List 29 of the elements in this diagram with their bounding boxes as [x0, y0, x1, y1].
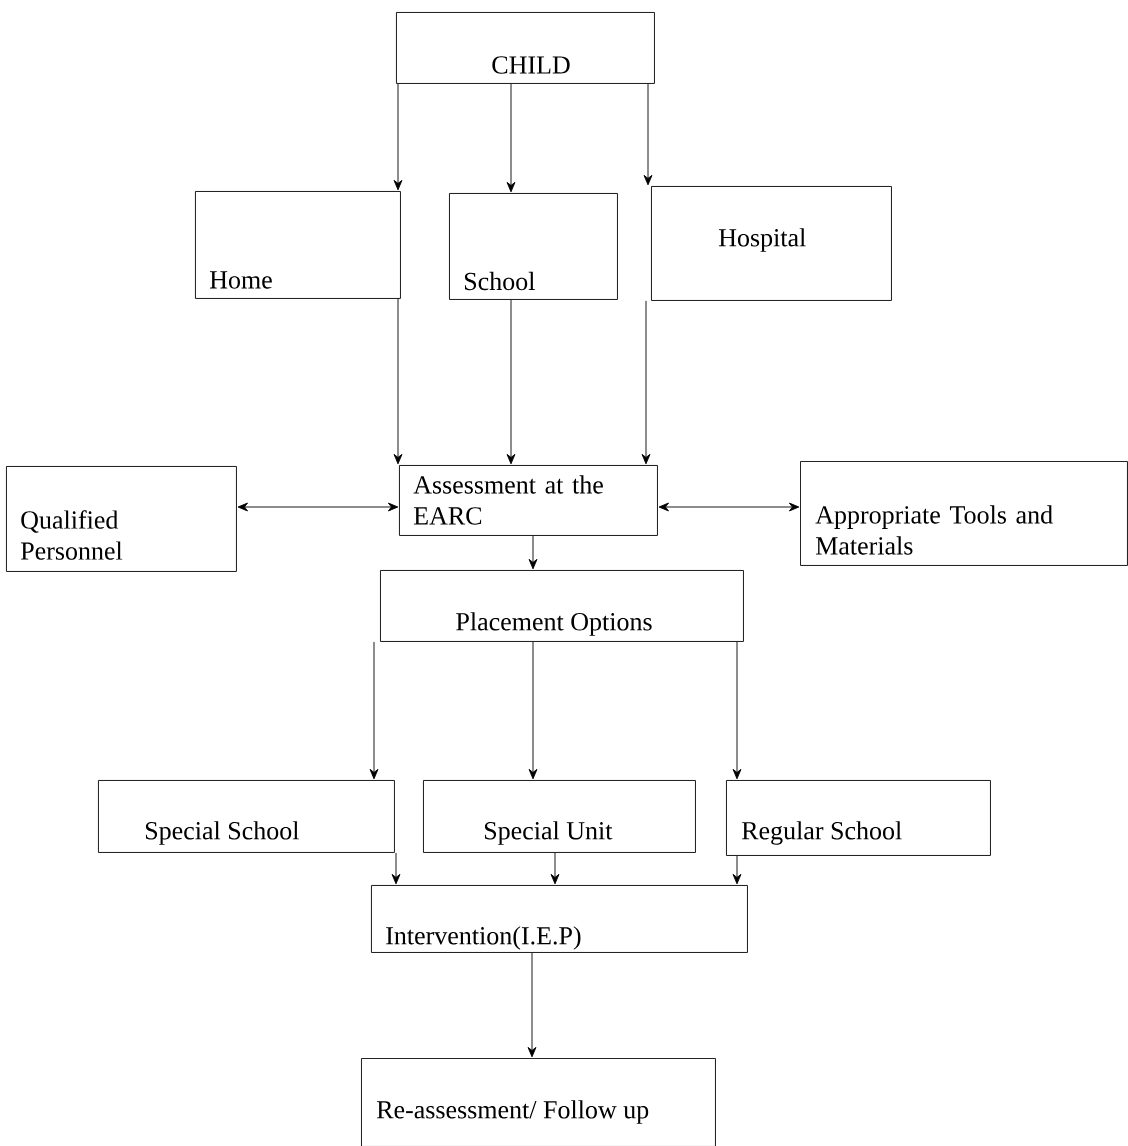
arrow	[369, 641, 379, 780]
arrow	[641, 300, 651, 465]
process-box: Re-assessment/ Follow up	[361, 1058, 716, 1146]
arrow	[528, 641, 538, 780]
arrow	[732, 641, 742, 780]
process-box: Intervention(I.E.P)	[371, 885, 748, 953]
arrow	[393, 298, 403, 465]
process-box: Special Unit	[423, 780, 696, 853]
arrow	[643, 83, 653, 186]
arrow	[237, 502, 399, 512]
process-box: Qualified Personnel	[6, 466, 237, 572]
arrow	[732, 855, 742, 885]
process-box: Regular School	[726, 780, 991, 856]
arrow	[391, 852, 401, 885]
process-box: Appropriate Tools and Materials	[800, 461, 1128, 566]
process-box: School	[449, 193, 618, 300]
arrow	[550, 852, 560, 885]
process-box: CHILD	[396, 12, 655, 84]
process-box: Home	[195, 191, 401, 299]
process-box: Placement Options	[380, 570, 744, 642]
process-box: Assessment at the EARC	[399, 465, 658, 536]
arrow	[528, 535, 538, 570]
arrow	[506, 299, 516, 465]
process-box: Hospital	[651, 186, 892, 301]
arrow	[393, 83, 403, 191]
arrow	[506, 83, 516, 193]
arrow	[527, 952, 537, 1058]
process-box: Special School	[98, 780, 395, 853]
arrow	[658, 502, 800, 512]
